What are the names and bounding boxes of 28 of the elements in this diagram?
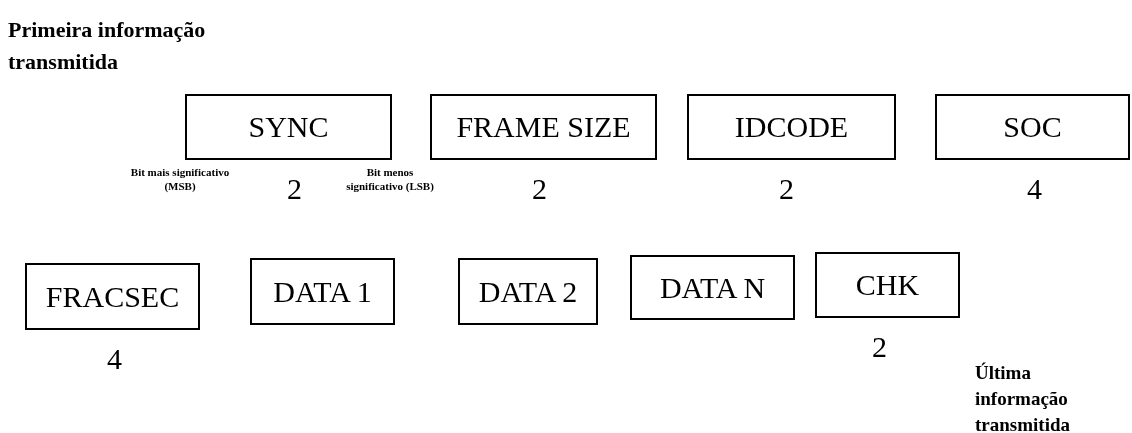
field-name: SOC — [1003, 112, 1062, 142]
byte-count: 2 — [532, 174, 547, 204]
field-box — [935, 94, 1130, 160]
byte-count: 4 — [1027, 174, 1042, 204]
field-box — [430, 94, 657, 160]
field-box — [815, 252, 960, 318]
field-box — [250, 258, 395, 325]
field-box — [458, 258, 598, 325]
note-text: Primeira informação transmitida — [8, 16, 207, 76]
field-name: DATA N — [659, 272, 766, 303]
field-name: FRAME SIZE — [456, 112, 631, 142]
field-box — [185, 94, 392, 160]
byte-count: 4 — [107, 344, 122, 374]
field-box — [630, 255, 795, 320]
byte-count: 2 — [287, 174, 302, 204]
note-text: Bit mais significativo (MSB) — [130, 165, 230, 193]
note-text: Última informação transmitida — [975, 361, 1071, 433]
field-name: DATA 2 — [478, 276, 578, 307]
field-box — [687, 94, 896, 160]
byte-count: 2 — [779, 174, 794, 204]
byte-count: 2 — [872, 332, 887, 362]
note-text: Bit menos significativo (LSB) — [345, 165, 435, 193]
field-name: FRACSEC — [45, 281, 180, 312]
field-name: SYNC — [248, 112, 329, 142]
field-name: IDCODE — [734, 112, 849, 142]
field-name: CHK — [855, 270, 920, 300]
field-name: DATA 1 — [273, 276, 372, 307]
field-box — [25, 263, 200, 330]
